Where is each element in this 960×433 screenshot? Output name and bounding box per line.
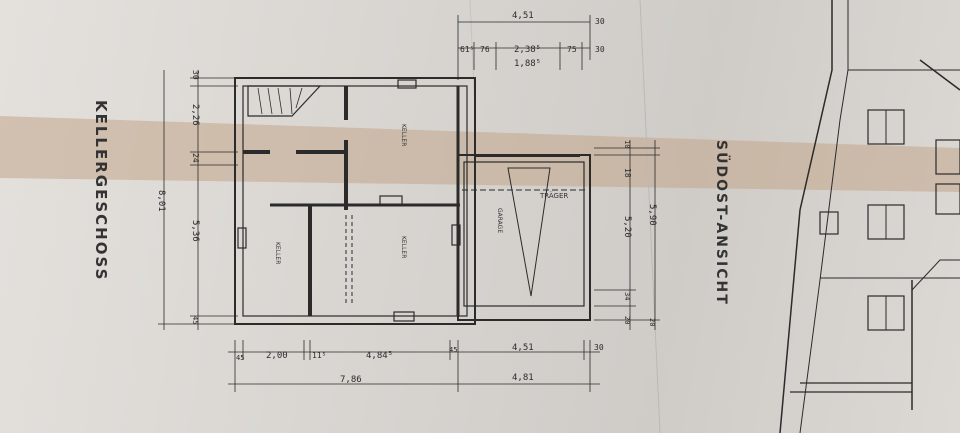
dim-bot-451: 4,51	[512, 343, 534, 353]
elevation-ground-line	[799, 0, 849, 433]
dim-left-30: 30	[191, 70, 200, 80]
dim-top-2385: 2,38⁵	[514, 45, 541, 55]
staircase	[247, 85, 322, 117]
dim-bot-786: 7,86	[340, 375, 362, 385]
dim-bot-30: 30	[594, 343, 604, 352]
outer-wall	[234, 77, 476, 325]
garage-inner	[463, 161, 585, 307]
dim-top-total: 4,51	[512, 11, 534, 21]
dim-left-536: 5,36	[190, 220, 200, 242]
dim-bot-115: 11⁵	[312, 351, 326, 360]
dim-top-30a: 30	[595, 17, 605, 26]
elevation-window	[935, 183, 960, 215]
fold-line	[639, 0, 661, 433]
dim-bot-4845: 4,84⁵	[366, 351, 393, 361]
dim-left-801: 8,01	[156, 190, 166, 212]
elevation-title: SÜDOST-ANSICHT	[713, 140, 731, 306]
dim-bot-45b: 45	[449, 346, 457, 354]
dim-left-226: 2,26	[190, 104, 200, 126]
dim-left-45: 45	[191, 316, 199, 324]
dim-bot-200: 2,00	[266, 351, 288, 361]
elevation-window-small	[819, 211, 839, 235]
dim-right-590: 5,90	[647, 204, 657, 226]
dim-left-24: 24	[191, 153, 200, 163]
room-label-keller-left: KELLER	[274, 242, 281, 264]
dim-right-20a: 20	[623, 316, 631, 324]
dim-right-34: 34	[623, 292, 631, 300]
elevation-facade	[779, 0, 833, 433]
dim-right-10: 10	[623, 140, 631, 148]
dim-bot-45a: 45	[236, 354, 244, 362]
dim-top-75: 75	[567, 45, 577, 54]
dim-top-76: 76	[480, 45, 490, 54]
dim-bot-481: 4,81	[512, 373, 534, 383]
dim-right-520: 5,20	[622, 216, 632, 238]
dim-top-61: 61⁵	[460, 45, 474, 54]
room-label-garage: GARAGE	[496, 208, 503, 233]
elevation-roof	[919, 59, 960, 91]
room-label-keller-top: KELLER	[400, 124, 407, 146]
inner-wall-outline	[242, 85, 468, 317]
elevation-window	[935, 139, 960, 175]
dim-right-20b: 20	[648, 318, 656, 326]
dim-right-18: 18	[623, 168, 632, 178]
plan-title: KELLERGESCHOSS	[92, 100, 110, 281]
dim-top-1885: 1,88⁵	[514, 59, 541, 69]
dim-top-30b: 30	[595, 45, 605, 54]
garage-triangle	[507, 167, 551, 297]
room-label-keller-center: KELLER	[400, 236, 407, 258]
room-label-traeger: TRÄGER	[539, 191, 568, 200]
